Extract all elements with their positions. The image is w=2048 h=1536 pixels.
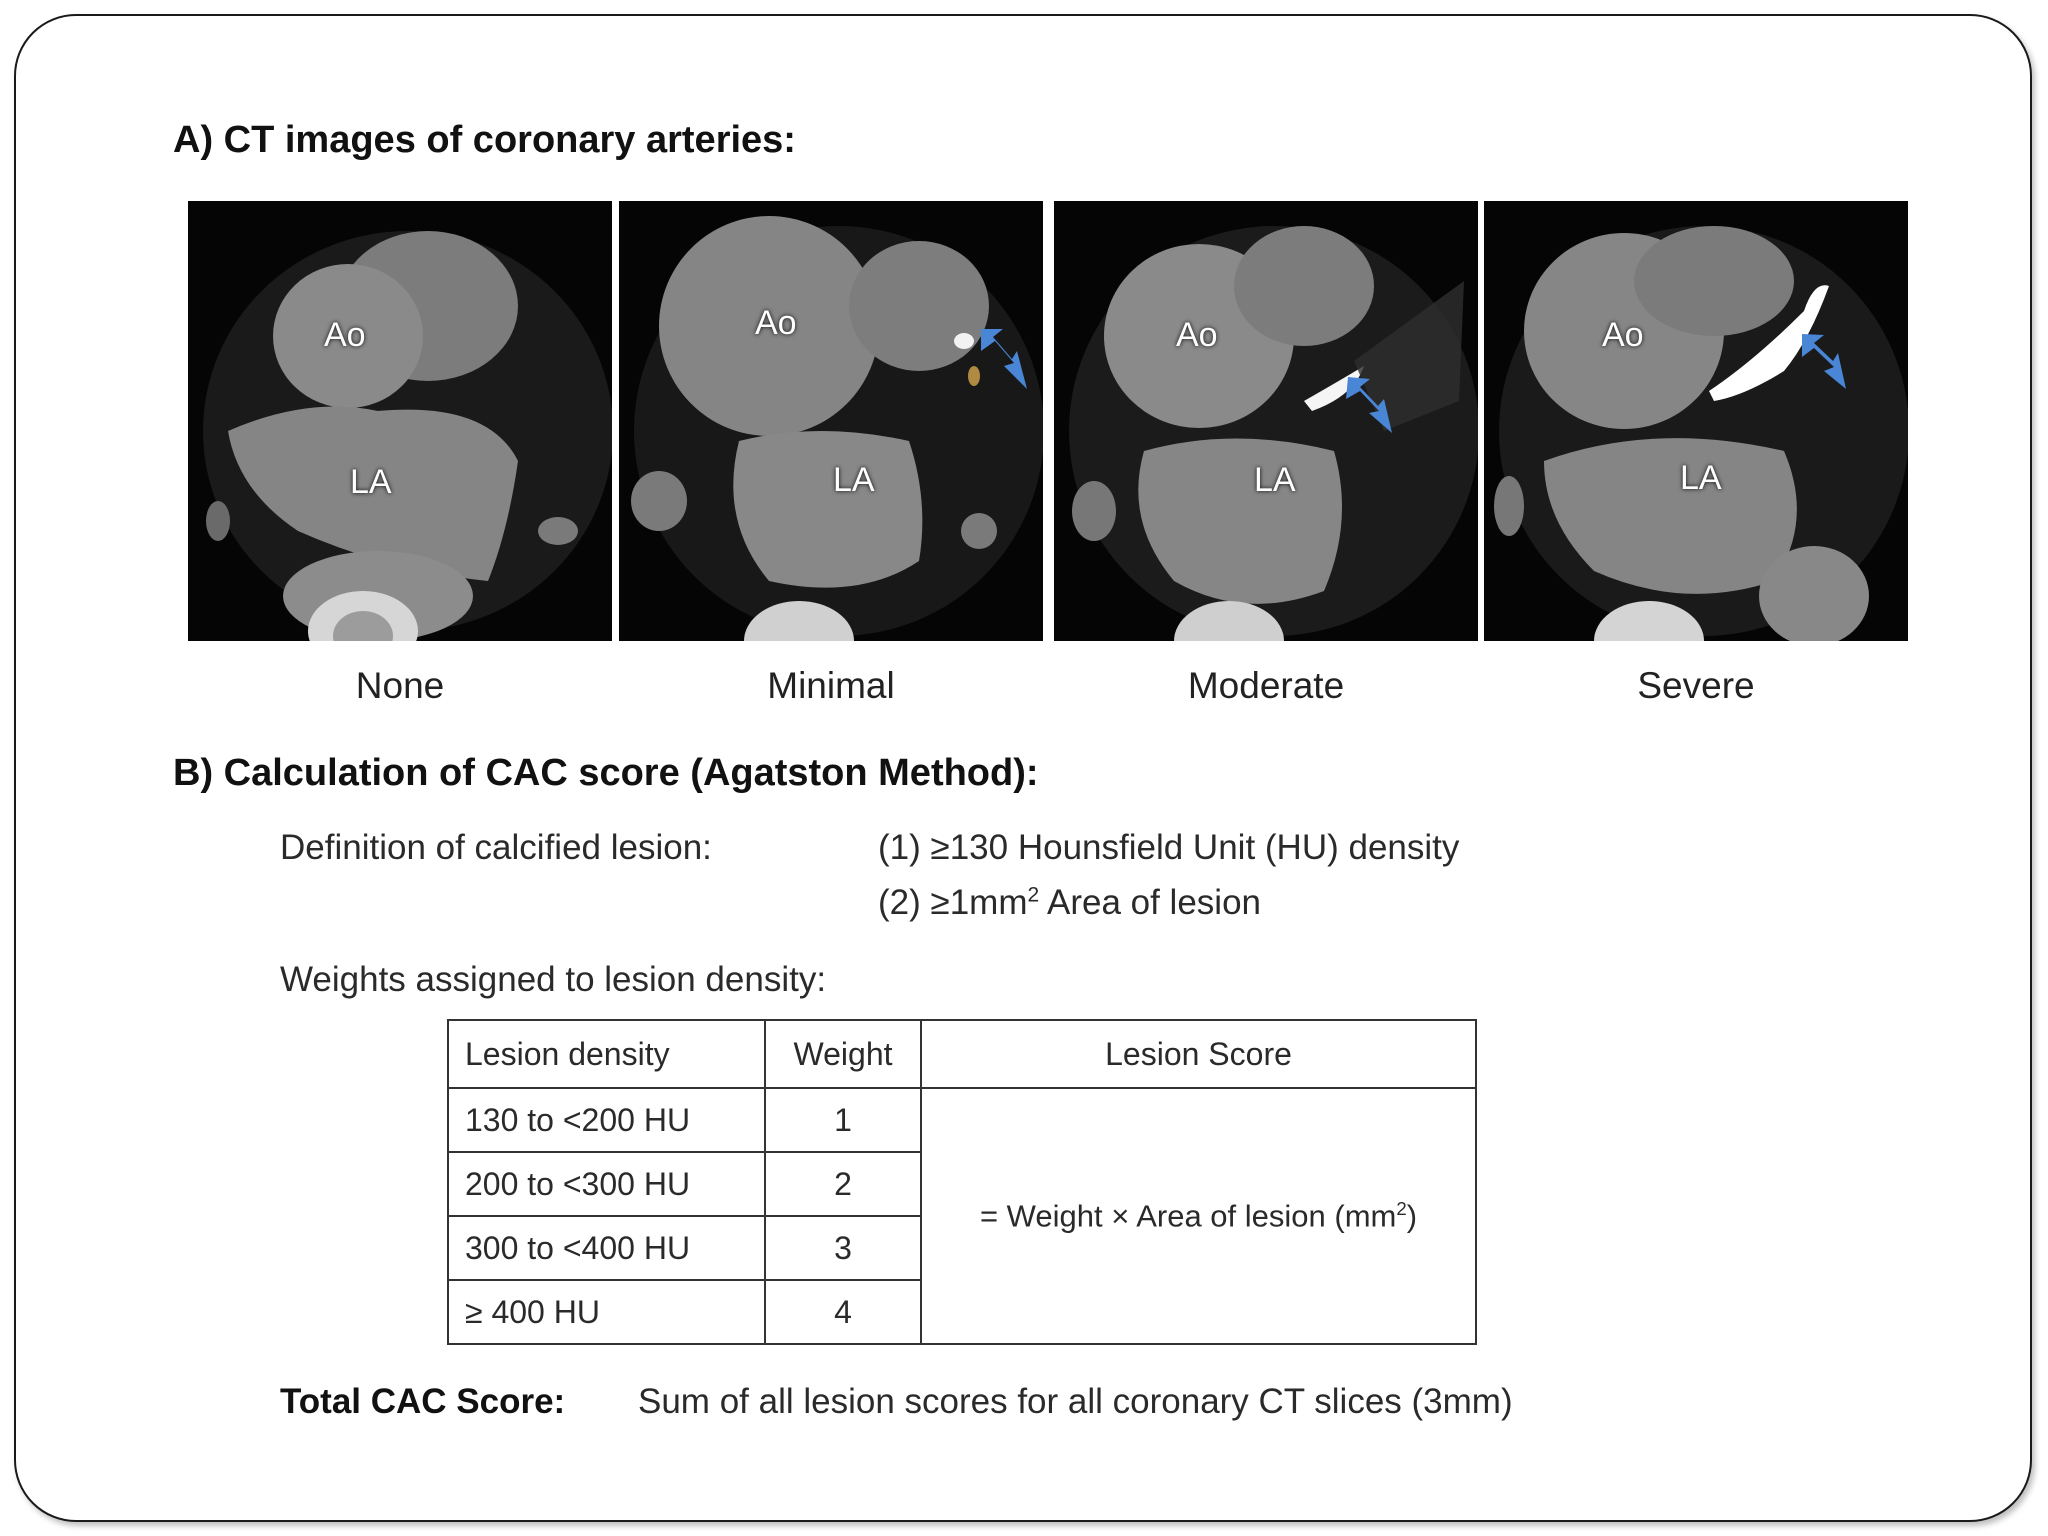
cell-weight: 3 [764, 1215, 922, 1281]
label-aorta: Ao [755, 304, 797, 342]
formula-prefix: = Weight × Area of lesion (mm [979, 1198, 1397, 1234]
definition-item-2: (2) ≥1mm2 Area of lesion [878, 883, 1261, 923]
ct-scan-moderate [1054, 201, 1478, 641]
ct-scan-minimal [619, 201, 1043, 641]
arrow-icon [981, 329, 1027, 389]
label-left-atrium: LA [350, 463, 392, 501]
caption-severe: Severe [1637, 665, 1755, 706]
cell-density: ≥ 400 HU [447, 1279, 766, 1345]
caption-minimal: Minimal [767, 665, 895, 706]
formula-suffix: ) [1406, 1198, 1418, 1234]
table-row: ≥ 400 HU 4 [447, 1279, 1476, 1345]
label-aorta: Ao [1176, 316, 1218, 354]
table-row: 300 to <400 HU 3 [447, 1215, 1476, 1281]
arrow-icon [1346, 377, 1392, 433]
ct-image-severe: Ao LA [1484, 201, 1908, 641]
ct-image-moderate: Ao LA [1054, 201, 1478, 641]
ct-scan-severe [1484, 201, 1908, 641]
label-aorta: Ao [1602, 316, 1644, 354]
superscript: 2 [1396, 1197, 1407, 1219]
header-lesion-density: Lesion density [447, 1019, 766, 1089]
cell-density: 300 to <400 HU [447, 1215, 766, 1281]
cell-density: 200 to <300 HU [447, 1151, 766, 1217]
caption-none: None [355, 665, 445, 706]
ct-image-minimal: Ao LA [619, 201, 1043, 641]
header-weight: Weight [764, 1019, 922, 1089]
table-row: 130 to <200 HU 1 = Weight × Area of lesi… [447, 1087, 1477, 1345]
cell-weight: 1 [764, 1087, 922, 1153]
section-a-heading: A) CT images of coronary arteries: [173, 119, 796, 161]
weights-table: Lesion density Weight Lesion Score 130 t… [447, 1019, 1477, 1345]
label-aorta: Ao [324, 316, 366, 354]
ct-image-none: Ao LA [188, 201, 612, 641]
table-row: 200 to <300 HU 2 [447, 1151, 1476, 1217]
definition-item-1: (1) ≥130 Hounsfield Unit (HU) density [878, 828, 1460, 867]
definition-item-2-prefix: (2) ≥1mm [878, 883, 1028, 922]
section-b-heading: B) Calculation of CAC score (Agatston Me… [173, 752, 1039, 794]
label-left-atrium: LA [1254, 461, 1296, 499]
caption-moderate: Moderate [1187, 665, 1345, 706]
cell-density: 130 to <200 HU [447, 1087, 766, 1153]
cell-lesion-score-formula: = Weight × Area of lesion (mm2) [920, 1087, 1477, 1345]
definition-label: Definition of calcified lesion: [280, 828, 712, 867]
cell-weight: 2 [764, 1151, 922, 1217]
cell-weight: 4 [764, 1279, 922, 1345]
label-left-atrium: LA [1680, 459, 1722, 497]
header-lesion-score: Lesion Score [920, 1019, 1477, 1089]
superscript: 2 [1027, 883, 1040, 907]
ct-scan-none [188, 201, 612, 641]
label-left-atrium: LA [833, 461, 875, 499]
total-cac-label: Total CAC Score: [280, 1382, 566, 1421]
table-header-row: Lesion density Weight Lesion Score [447, 1019, 1477, 1089]
total-cac-text: Sum of all lesion scores for all coronar… [638, 1382, 1513, 1421]
definition-item-2-suffix: Area of lesion [1039, 883, 1261, 922]
weights-label: Weights assigned to lesion density: [280, 960, 827, 999]
arrow-icon [1802, 334, 1846, 389]
